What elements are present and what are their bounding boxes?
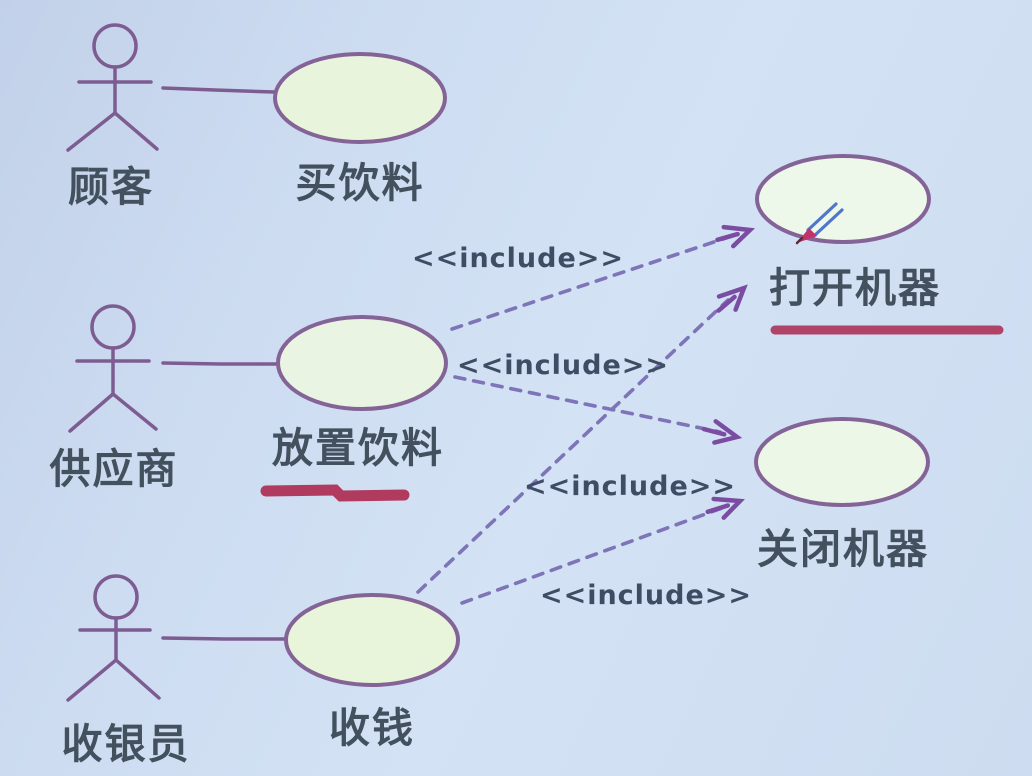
actor-leg	[114, 658, 161, 700]
actor-leg	[66, 658, 118, 702]
actor-leg	[111, 392, 158, 431]
include-arrow-collectmoney-closemachine	[460, 506, 724, 605]
include-arrow-placedrinks-openmachine	[450, 234, 734, 331]
use-case-buy-drink-label: 买饮料	[296, 159, 425, 207]
actor-cashier-label: 收银员	[62, 720, 191, 768]
include-arrow-placedrinks-closemachine	[453, 375, 722, 434]
use-case-open-machine-label: 打开机器	[769, 264, 941, 312]
arrowhead	[701, 419, 743, 445]
include-stereotype-label: <<include>>	[457, 350, 669, 381]
use-case-close-machine-label: 关闭机器	[757, 525, 929, 573]
actor-customer-label: 顾客	[68, 163, 154, 211]
use-case-close-machine	[754, 417, 930, 507]
association-cashier-collectmoney	[161, 636, 288, 641]
actor-leg	[68, 392, 115, 433]
use-case-open-machine	[755, 154, 931, 244]
underline-place-drinks	[260, 484, 410, 502]
arrowhead	[716, 284, 748, 313]
association-supplier-placedrinks	[161, 361, 279, 366]
arrowhead	[705, 496, 745, 520]
actor-leg	[66, 111, 117, 152]
use-case-place-drinks	[276, 315, 448, 411]
actor-head	[90, 304, 136, 350]
actor-customer-figure	[66, 23, 159, 152]
actor-head	[92, 23, 138, 69]
association-customer-buydrink	[161, 86, 276, 94]
use-case-collect-money-label: 收钱	[329, 704, 415, 752]
actor-cashier-figure	[66, 574, 161, 702]
actor-head	[93, 574, 139, 620]
use-case-place-drinks-label: 放置饮料	[272, 424, 444, 472]
actor-supplier-label: 供应商	[50, 445, 179, 493]
include-stereotype-label: <<include>>	[524, 471, 736, 502]
include-arrow-collectmoney-openmachine	[416, 298, 730, 594]
use-case-buy-drink	[273, 52, 447, 144]
actor-supplier-figure	[68, 304, 158, 433]
use-case-collect-money	[284, 593, 460, 687]
actor-leg	[113, 111, 159, 151]
arrowhead	[715, 224, 756, 249]
include-stereotype-label: <<include>>	[540, 580, 752, 611]
pen-cursor-icon	[795, 202, 844, 245]
include-stereotype-label: <<include>>	[412, 243, 624, 274]
